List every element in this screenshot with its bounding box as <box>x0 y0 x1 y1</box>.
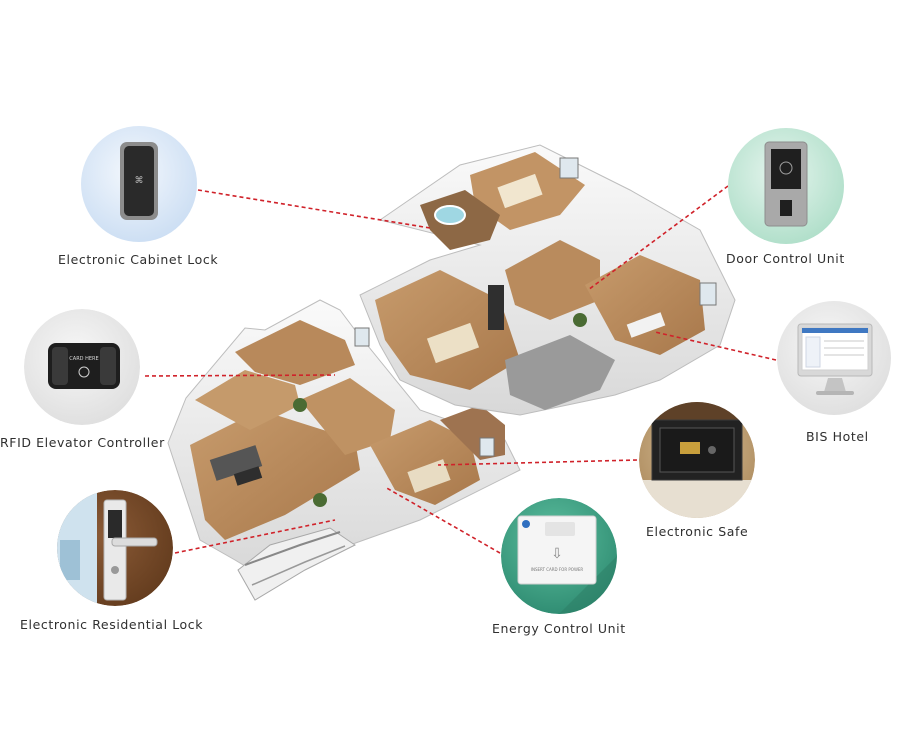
connector-door <box>587 185 729 291</box>
connector-energy <box>384 486 501 554</box>
plant-icon <box>313 493 327 507</box>
checker-porch <box>505 335 615 410</box>
svg-text:⌘: ⌘ <box>135 176 144 186</box>
plant-icon <box>293 398 307 412</box>
connector-elevator <box>144 374 336 377</box>
label-cabinet-lock: Electronic Cabinet Lock <box>58 252 219 267</box>
hall-floor <box>300 378 395 455</box>
connector-lines <box>144 185 777 554</box>
energy-control-node[interactable]: ⇩ INSERT CARD FOR POWER <box>501 498 617 620</box>
left-bed <box>407 459 451 493</box>
door-control-icon <box>764 141 808 227</box>
label-energy-control: Energy Control Unit <box>492 621 626 636</box>
house-cutaway <box>167 144 736 601</box>
monitor-icon <box>797 323 873 395</box>
master-bed <box>426 322 480 364</box>
label-bis-hotel: BIS Hotel <box>806 429 869 444</box>
elevator-controller-node[interactable]: CARD HERE <box>24 309 140 425</box>
elevator-controller-icon: CARD HERE <box>48 343 120 389</box>
residential-lock-icon <box>103 499 158 601</box>
label-door-control: Door Control Unit <box>726 251 845 266</box>
office-floor <box>585 255 705 355</box>
dark-cabinet <box>488 285 504 330</box>
sofa <box>209 445 263 481</box>
energy-switch-icon: ⇩ INSERT CARD FOR POWER <box>517 515 597 585</box>
safe-node[interactable] <box>639 402 755 520</box>
label-safe: Electronic Safe <box>646 524 749 539</box>
cabinet-lock-icon: ⌘ <box>120 142 158 220</box>
elevator-panel-text: CARD HERE <box>69 356 98 362</box>
dining-floor <box>195 370 300 430</box>
living-room-floor <box>190 410 360 540</box>
svg-text:⇩: ⇩ <box>551 546 563 562</box>
left-bedroom-floor <box>370 420 480 505</box>
label-elevator-controller: RFID Elevator Controller <box>0 435 165 450</box>
kitchen-floor <box>235 320 355 385</box>
bis-hotel-node[interactable] <box>777 301 891 415</box>
cabinet-lock-node[interactable]: ⌘ <box>81 126 197 242</box>
staircase <box>237 527 356 601</box>
energy-panel-text: INSERT CARD FOR POWER <box>531 567 584 572</box>
master-bedroom-floor <box>375 270 520 390</box>
plant-icon <box>573 313 587 327</box>
connector-safe <box>437 459 638 466</box>
office-desk <box>626 312 666 338</box>
residential-lock-node[interactable] <box>57 490 173 606</box>
center-hall-floor <box>505 240 600 320</box>
connector-residential <box>174 519 336 554</box>
door-control-node[interactable] <box>728 128 844 244</box>
label-residential-lock: Electronic Residential Lock <box>20 617 204 632</box>
coffee-table <box>233 466 263 486</box>
bathtub <box>434 205 466 225</box>
safe-icon <box>651 419 743 481</box>
upper-bed <box>497 173 543 209</box>
